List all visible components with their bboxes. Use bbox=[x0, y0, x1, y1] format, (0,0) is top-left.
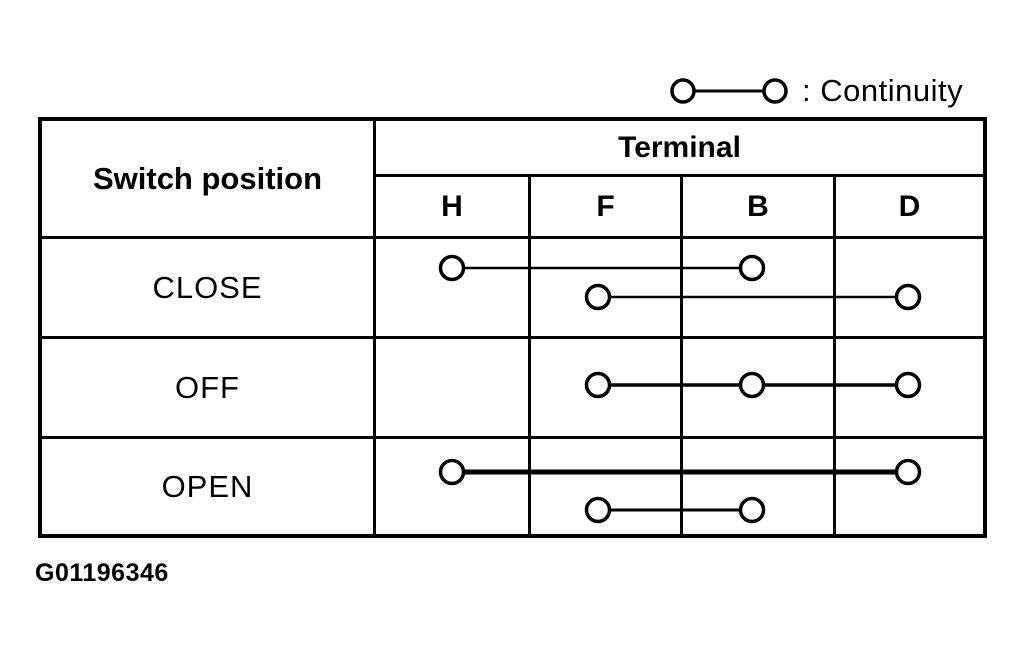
continuity-terminal-circle bbox=[584, 496, 612, 524]
grid-line-vertical bbox=[373, 121, 376, 534]
continuity-symbol-icon bbox=[670, 78, 788, 104]
column-header-f: F bbox=[596, 189, 615, 223]
grid-line-vertical bbox=[680, 174, 683, 534]
continuity-terminal-circle bbox=[894, 283, 922, 311]
continuity-terminal-circle bbox=[894, 371, 922, 399]
continuity-terminal-circle bbox=[584, 283, 612, 311]
continuity-terminal-circle bbox=[584, 371, 612, 399]
continuity-terminal-circle bbox=[438, 458, 466, 486]
column-header-b: B bbox=[747, 189, 769, 223]
continuity-table: Switch position Terminal H F B D CLOSE O… bbox=[38, 117, 987, 538]
grid-line-vertical bbox=[833, 174, 836, 534]
continuity-terminal-circle bbox=[738, 371, 766, 399]
column-header-d: D bbox=[898, 189, 921, 223]
grid-line-vertical bbox=[528, 174, 531, 534]
row-label-open: OPEN bbox=[161, 468, 254, 504]
continuity-terminal-circle bbox=[738, 496, 766, 524]
continuity-terminal-circle bbox=[438, 254, 466, 282]
terminal-group-header: Terminal bbox=[618, 130, 741, 164]
row-label-close: CLOSE bbox=[152, 269, 263, 305]
switch-position-header: Switch position bbox=[92, 160, 323, 196]
legend-label: : Continuity bbox=[802, 73, 964, 108]
figure-number: G01196346 bbox=[35, 559, 169, 587]
legend: : Continuity bbox=[660, 72, 963, 110]
continuity-terminal-circle bbox=[894, 458, 922, 486]
continuity-terminal-circle bbox=[738, 254, 766, 282]
grid-line-horizontal bbox=[373, 174, 983, 177]
row-label-off: OFF bbox=[175, 369, 240, 405]
grid-line-horizontal bbox=[42, 336, 983, 339]
grid-line-horizontal bbox=[42, 436, 983, 439]
column-header-h: H bbox=[441, 189, 463, 223]
grid-line-horizontal bbox=[42, 236, 983, 239]
